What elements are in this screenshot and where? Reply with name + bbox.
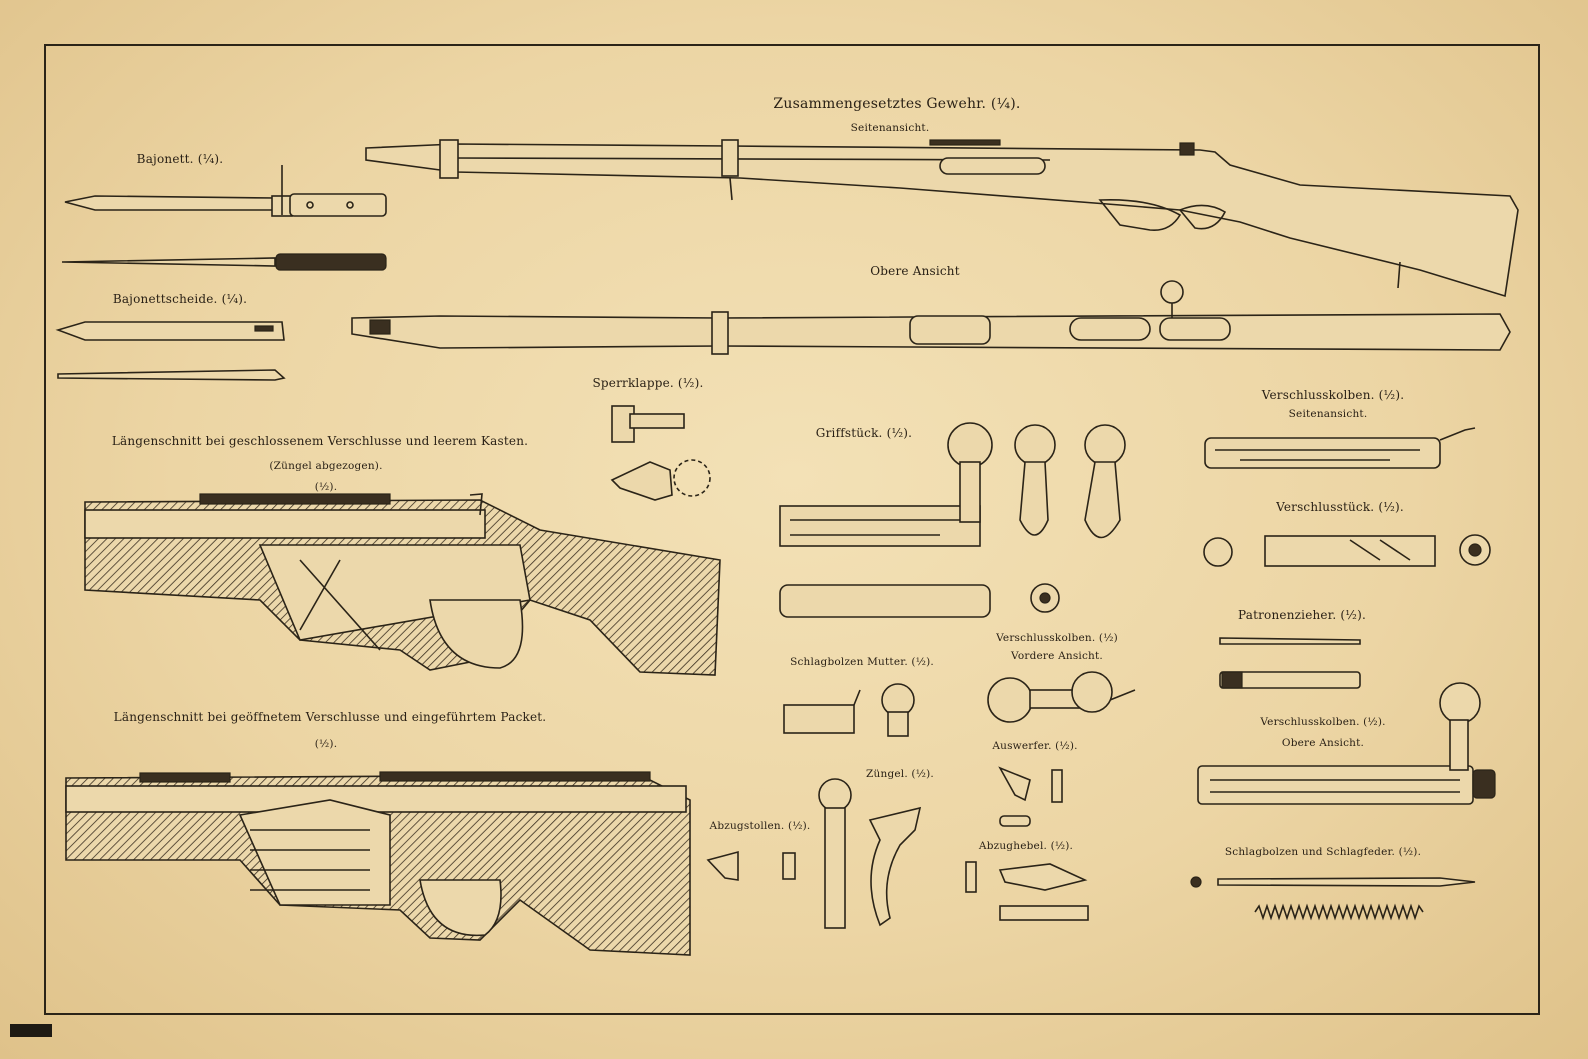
title-sub-label: Seitenansicht. xyxy=(850,122,930,134)
plate-border xyxy=(44,44,1540,1015)
laengsschnitt-1-scale-label: (½). xyxy=(314,481,338,493)
zuengel-label: Züngel. (½). xyxy=(866,768,934,780)
laengsschnitt-1-sub-label: (Züngel abgezogen). xyxy=(269,460,383,472)
cutaway-open-bolt xyxy=(65,771,691,956)
schlagbolzen-mutter-label: Schlagbolzen Mutter. (½). xyxy=(790,656,934,668)
schlagbolzen-label: Schlagbolzen und Schlagfeder. (½). xyxy=(1224,846,1422,858)
zuengel-parts xyxy=(818,778,922,929)
cutaway-closed-bolt xyxy=(84,493,721,676)
bayonet-drawing xyxy=(61,165,387,271)
verschlussstueck-parts xyxy=(1203,534,1491,567)
publisher-logo xyxy=(10,1024,52,1037)
patronenzieher-parts xyxy=(1219,637,1361,689)
auswerfer-label: Auswerfer. (½). xyxy=(992,740,1078,752)
obere-ansicht-label: Obere Ansicht xyxy=(870,264,960,278)
verschlusskolben-side-sub-label: Seitenansicht. xyxy=(1288,408,1368,420)
griffstueck-label: Griffstück. (½). xyxy=(815,426,913,440)
rifle-top-view xyxy=(351,280,1511,355)
laengsschnitt-2-label: Längenschnitt bei geöffnetem Verschlusse… xyxy=(113,710,547,724)
abzugstollen-label: Abzugstollen. (½). xyxy=(709,820,811,832)
verschlusskolben-front-view xyxy=(987,671,1136,723)
abzughebel-parts xyxy=(965,861,1089,921)
patronenzieher-label: Patronenzieher. (½). xyxy=(1238,608,1366,622)
abzugstollen-parts xyxy=(706,850,796,881)
bajonett-label: Bajonett. (¼). xyxy=(136,152,224,166)
laengsschnitt-2-scale-label: (½). xyxy=(314,738,338,750)
bajonettscheide-label: Bajonettscheide. (¼). xyxy=(112,292,248,306)
schlagbolzen-und-feder-parts xyxy=(1190,876,1476,921)
verschlusskolben-side-view xyxy=(1204,427,1476,469)
sperrklappe-label: Sperrklappe. (½). xyxy=(592,376,704,390)
verschlusskolben-top-label: Verschlusskolben. (½). xyxy=(1260,716,1386,728)
auswerfer-parts xyxy=(998,766,1063,827)
scabbard-drawing xyxy=(55,321,286,381)
griffstueck-parts xyxy=(779,422,1126,618)
verschlussstueck-label: Verschlusstück. (½). xyxy=(1276,500,1404,514)
verschlusskolben-top-sub-label: Obere Ansicht. xyxy=(1281,737,1365,749)
schlagbolzen-mutter-parts xyxy=(783,683,915,737)
verschlusskolben-front-sub-label: Vordere Ansicht. xyxy=(1011,650,1103,662)
title-label: Zusammengesetztes Gewehr. (¼). xyxy=(773,96,1021,112)
verschlusskolben-top-view xyxy=(1197,682,1496,805)
abzughebel-label: Abzughebel. (½). xyxy=(978,840,1074,852)
sperrklappe-parts xyxy=(610,405,711,501)
laengsschnitt-1-label: Längenschnitt bei geschlossenem Verschlu… xyxy=(111,434,529,448)
verschlusskolben-front-label: Verschlusskolben. (½) xyxy=(996,632,1118,644)
rifle-side-view xyxy=(365,139,1519,298)
verschlusskolben-side-label: Verschlusskolben. (½). xyxy=(1261,388,1405,402)
